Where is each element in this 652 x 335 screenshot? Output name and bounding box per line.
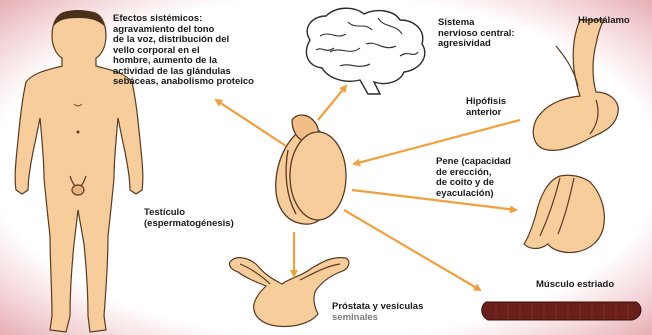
muscle-drawing — [482, 302, 641, 320]
pituitary-drawing — [533, 20, 618, 150]
arrow-to-brain — [318, 86, 346, 120]
arrow-to-body — [216, 100, 286, 146]
testis-drawing — [276, 115, 346, 224]
prostate-drawing — [229, 258, 348, 327]
testis-label: Testículo (espermatogénesis) — [144, 208, 234, 229]
penis-label: Pene (capacidad de erección, de coito y … — [436, 157, 511, 199]
muscle-label: Músculo estriado — [536, 280, 614, 291]
hypothalamus-label: Hipotálamo — [578, 16, 630, 27]
effects-label: Efectos sistémicos: agravamiento del ton… — [113, 14, 254, 88]
brain-drawing — [306, 8, 424, 94]
arrow-to-muscle — [344, 210, 480, 290]
penis-drawing — [524, 175, 604, 252]
pituitary-label: Hipófisis anterior — [466, 97, 506, 118]
cns-label: Sistema nervioso central: agresividad — [438, 18, 515, 50]
prostate-label: Próstata y vesículas seminales — [332, 302, 423, 323]
